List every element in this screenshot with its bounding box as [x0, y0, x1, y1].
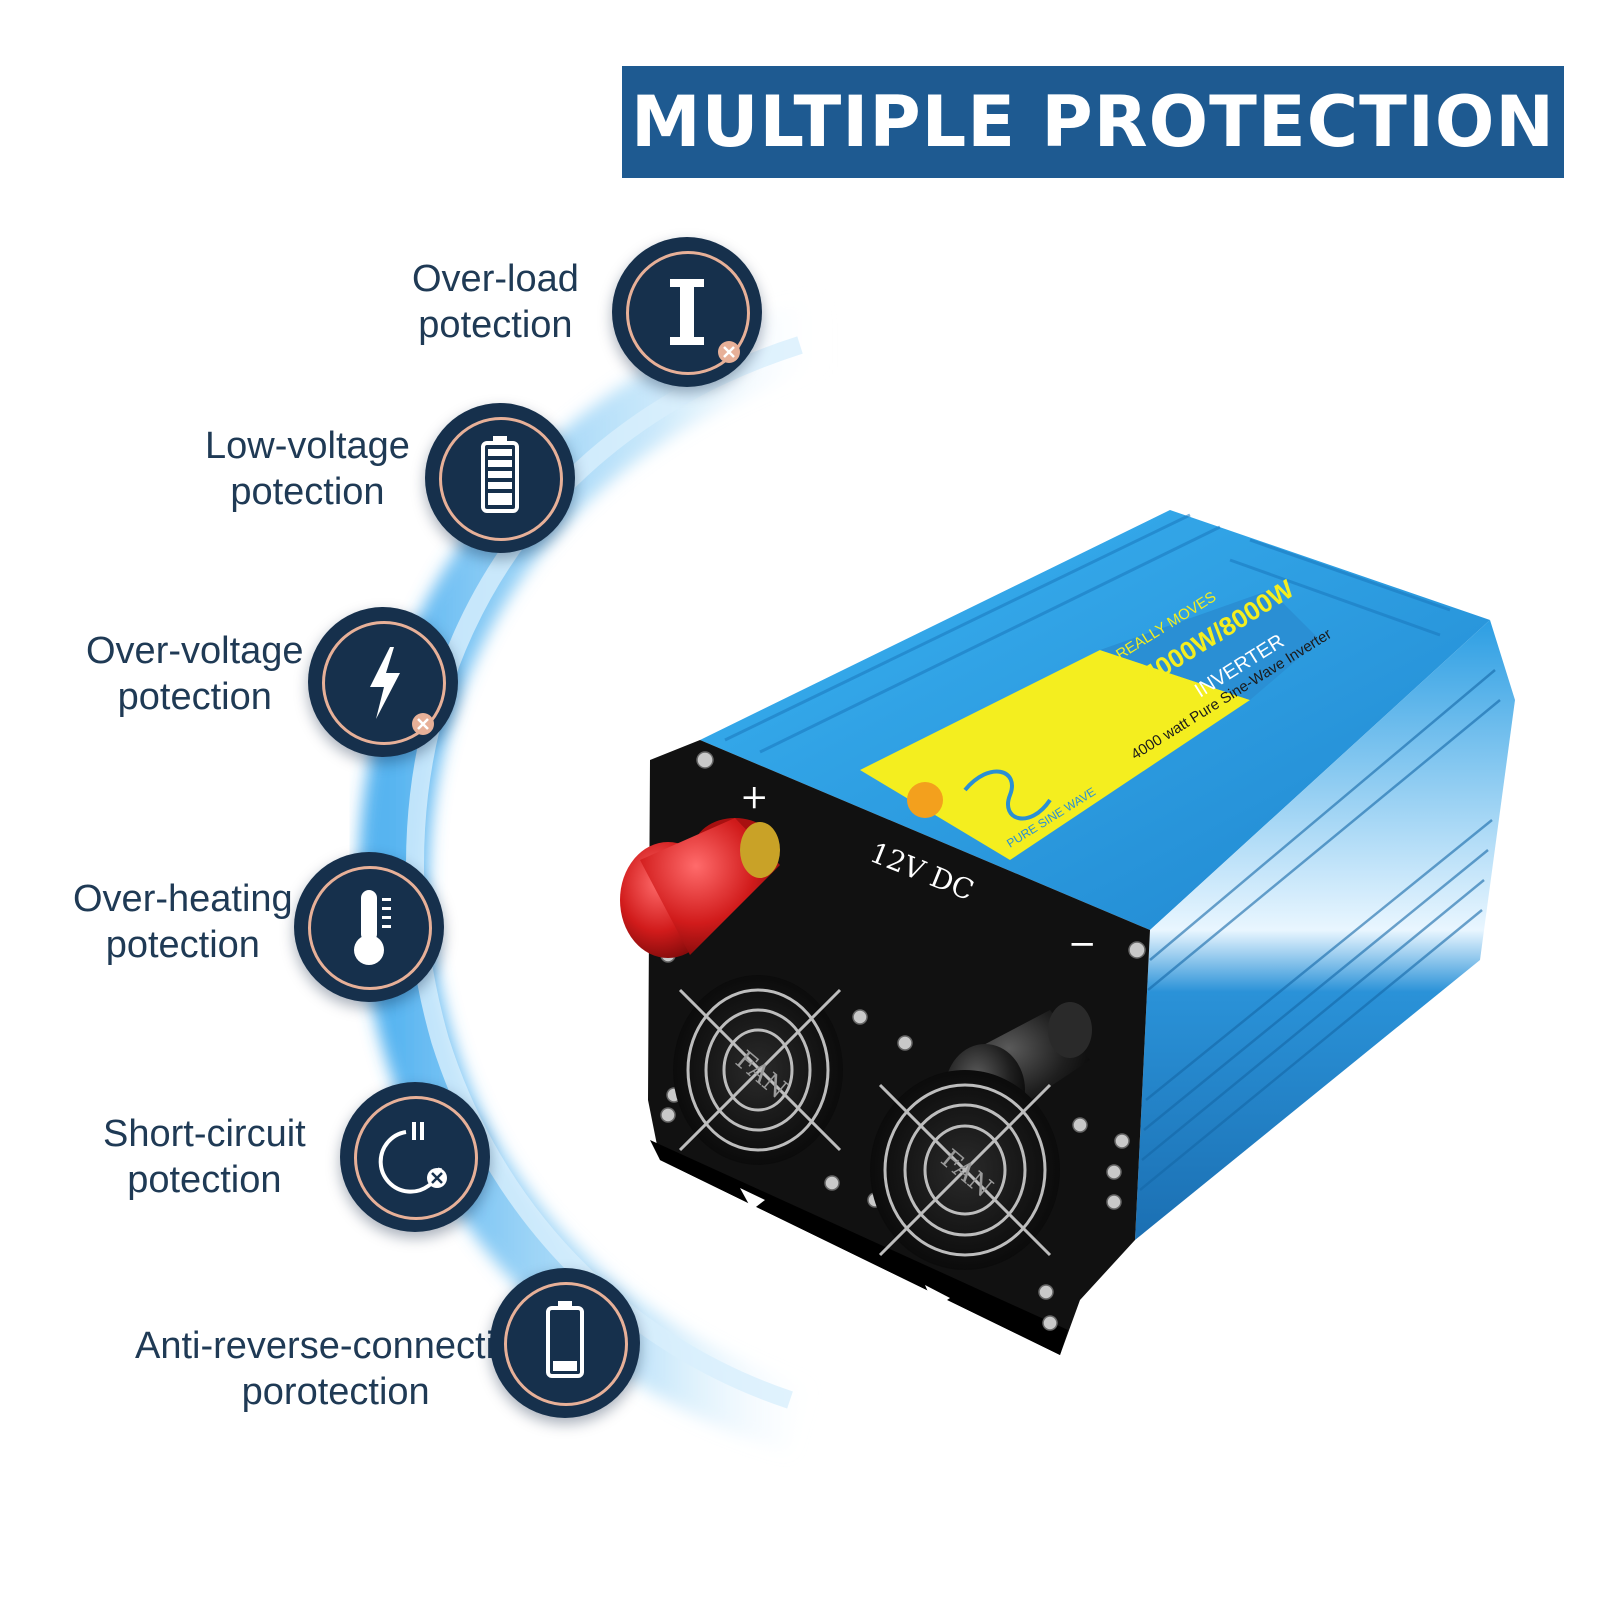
label-logo-icon — [907, 782, 943, 818]
feature-label-over-heating: Over-heating potection — [73, 878, 293, 966]
cooling-fan-icon: FAN — [673, 975, 843, 1165]
product-label — [860, 650, 1250, 860]
cooling-fan-icon: FAN — [870, 1070, 1060, 1270]
title-banner: MULTIPLE PROTECTION — [622, 66, 1564, 178]
current-icon — [612, 237, 762, 387]
feature-label-short-circuit: Short-circuit potection — [103, 1113, 306, 1201]
lightning-icon — [308, 607, 458, 757]
feature-label-low-voltage: Low-voltage potection — [205, 425, 410, 513]
feature-label-anti-reverse: Anti-reverse-connection porotection — [135, 1325, 537, 1413]
sine-wave-icon — [963, 769, 1052, 821]
terminal-minus-label: − — [1068, 924, 1097, 964]
positive-terminal — [620, 818, 780, 958]
short-circuit-icon — [340, 1082, 490, 1232]
thermometer-icon — [294, 852, 444, 1002]
banner-title: MULTIPLE PROTECTION — [631, 81, 1555, 163]
battery-full-icon — [425, 403, 575, 553]
feature-label-over-voltage: Over-voltage potection — [86, 630, 304, 718]
terminal-plus-label: + — [740, 777, 769, 817]
feature-label-over-load: Over-load potection — [412, 258, 579, 346]
battery-low-icon — [490, 1268, 640, 1418]
inverter-side-panel — [1135, 620, 1515, 1240]
